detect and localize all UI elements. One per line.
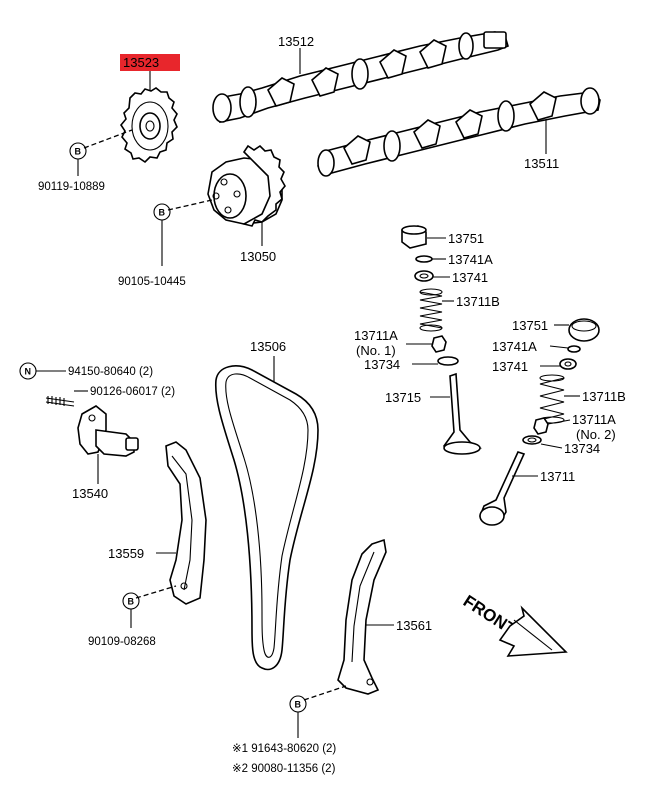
label-13050[interactable]: 13050 bbox=[240, 249, 276, 264]
label-90105-10445[interactable]: 90105-10445 bbox=[118, 276, 186, 288]
label-no2[interactable]: (No. 2) bbox=[576, 427, 616, 442]
svg-text:B: B bbox=[75, 147, 82, 157]
label-13512[interactable]: 13512 bbox=[278, 34, 314, 49]
chain-tensioner-13540[interactable] bbox=[77, 405, 139, 457]
n-marker: N bbox=[19, 362, 37, 380]
valve-spring-13711b-a[interactable] bbox=[419, 288, 443, 332]
label-13711[interactable]: 13711 bbox=[540, 469, 575, 484]
label-13734-b[interactable]: 13734 bbox=[564, 441, 600, 456]
label-13734-a[interactable]: 13734 bbox=[364, 357, 400, 372]
label-13741a-a[interactable]: 13741A bbox=[448, 252, 493, 267]
note-1: ※1 91643-80620 (2) bbox=[232, 743, 336, 755]
svg-text:B: B bbox=[159, 208, 166, 218]
label-13511[interactable]: 13511 bbox=[524, 156, 559, 171]
bolt-marker-b1: B bbox=[69, 142, 87, 160]
label-13711a-a[interactable]: 13711A bbox=[354, 328, 398, 343]
label-13741-a[interactable]: 13741 bbox=[452, 270, 488, 285]
label-13561[interactable]: 13561 bbox=[396, 618, 432, 633]
label-90126-06017[interactable]: 90126-06017 (2) bbox=[90, 386, 175, 398]
label-13506[interactable]: 13506 bbox=[250, 339, 286, 354]
part-13523-callout[interactable]: 13523 bbox=[120, 54, 180, 71]
label-13751-b[interactable]: 13751 bbox=[512, 318, 548, 333]
valve-stem-seal-13734-b[interactable] bbox=[522, 435, 542, 445]
valve-lifter-13751-a[interactable] bbox=[401, 225, 427, 249]
valve-stem-seal-13734-a[interactable] bbox=[437, 356, 459, 366]
exhaust-valve-13715[interactable] bbox=[442, 372, 482, 455]
camshaft-timing-gear-13523[interactable] bbox=[120, 87, 178, 164]
timing-chain-13506[interactable] bbox=[214, 365, 319, 671]
valve-spring-13711b-b[interactable] bbox=[539, 374, 565, 424]
svg-text:B: B bbox=[128, 597, 135, 607]
chain-vibration-damper-13561[interactable] bbox=[337, 538, 387, 695]
label-13559[interactable]: 13559 bbox=[108, 546, 144, 561]
svg-text:B: B bbox=[295, 700, 302, 710]
valve-spring-seat-13711a-no1[interactable] bbox=[431, 335, 447, 353]
label-13711a-b[interactable]: 13711A bbox=[572, 412, 616, 427]
chain-tensioner-slipper-13559[interactable] bbox=[165, 441, 207, 605]
camshaft-13512[interactable] bbox=[212, 31, 509, 123]
label-13751-a[interactable]: 13751 bbox=[448, 231, 484, 246]
front-arrow-icon bbox=[498, 605, 568, 657]
label-13711b-b[interactable]: 13711B bbox=[582, 389, 626, 404]
camshaft-13511[interactable] bbox=[317, 87, 601, 177]
label-13741-b[interactable]: 13741 bbox=[492, 359, 528, 374]
bolt-marker-b3: B bbox=[122, 592, 140, 610]
label-13715[interactable]: 13715 bbox=[385, 390, 421, 405]
label-90119-10889[interactable]: 90119-10889 bbox=[38, 181, 105, 193]
label-no1[interactable]: (No. 1) bbox=[356, 343, 396, 358]
valve-shim-13741a-b[interactable] bbox=[567, 345, 581, 353]
valve-shim-13741a-a[interactable] bbox=[415, 255, 433, 263]
valve-spring-seat-13711a-no2[interactable] bbox=[533, 417, 549, 435]
valve-retainer-13741-b[interactable] bbox=[559, 358, 577, 370]
intake-valve-13711[interactable] bbox=[479, 451, 526, 526]
note-2: ※2 90080-11356 (2) bbox=[232, 763, 336, 775]
valve-lifter-13751-b[interactable] bbox=[568, 318, 600, 342]
camshaft-timing-gear-assy-13050[interactable] bbox=[207, 144, 286, 227]
bolt-marker-b2: B bbox=[153, 203, 171, 221]
label-13711b-a[interactable]: 13711B bbox=[456, 294, 500, 309]
highlight-box bbox=[120, 54, 180, 71]
bolt-marker-b4: B bbox=[289, 695, 307, 713]
tensioner-bolt[interactable] bbox=[45, 396, 75, 407]
label-94150-80640[interactable]: 94150-80640 (2) bbox=[68, 366, 153, 378]
label-13540[interactable]: 13540 bbox=[72, 486, 108, 501]
valve-retainer-13741-a[interactable] bbox=[414, 270, 434, 282]
label-13741a-b[interactable]: 13741A bbox=[492, 339, 537, 354]
label-13523[interactable]: 13523 bbox=[123, 55, 159, 70]
svg-text:N: N bbox=[25, 367, 32, 377]
label-90109-08268[interactable]: 90109-08268 bbox=[88, 636, 156, 648]
